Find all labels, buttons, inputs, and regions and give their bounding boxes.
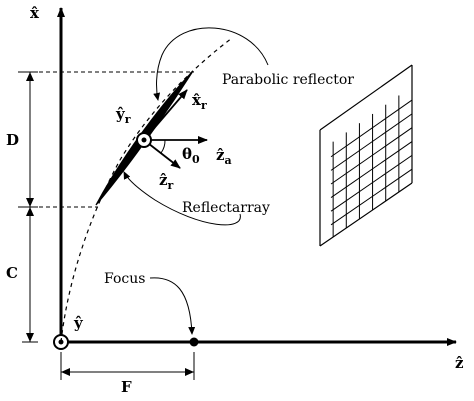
yr-label: ŷr [115, 105, 131, 126]
xr-label: x̂r [192, 91, 207, 112]
parabola-curve [60, 37, 233, 343]
focus-label: Focus [104, 271, 145, 287]
dim-arrows [26, 72, 34, 342]
dim-f-label: F [121, 378, 132, 396]
feed-grid-line [330, 154, 413, 212]
focus-point [189, 337, 199, 347]
feed-grid-line [330, 127, 413, 185]
x-axis-label: x̂ [30, 4, 40, 22]
z-axis-label: ẑ [455, 354, 464, 372]
dim-c-label: C [6, 264, 18, 282]
feed-grid-line [330, 141, 413, 199]
feed-array-grid [319, 64, 413, 247]
feed-grid-line [330, 168, 413, 226]
yr-dot [141, 137, 147, 143]
xr-arrow [143, 89, 188, 141]
zr-label: ẑr [159, 171, 174, 192]
reflectarray-label: Reflectarray [182, 200, 270, 216]
focus-callout [149, 277, 196, 335]
feed-grid-edge [319, 182, 413, 247]
za-label: ẑa [216, 146, 232, 167]
feed-grid-edge [319, 64, 413, 131]
feed-grid-line [330, 113, 413, 171]
theta-label: θ0 [182, 145, 200, 166]
dim-d-label: D [6, 131, 19, 149]
reflectarray-callout [123, 171, 241, 226]
feed-grid-line [330, 99, 413, 158]
parabolic-reflector-label: Parabolic reflector [222, 72, 354, 88]
theta-arc [160, 139, 166, 154]
parabolic-callout [153, 27, 269, 101]
y-origin-label: ŷ [73, 314, 84, 332]
